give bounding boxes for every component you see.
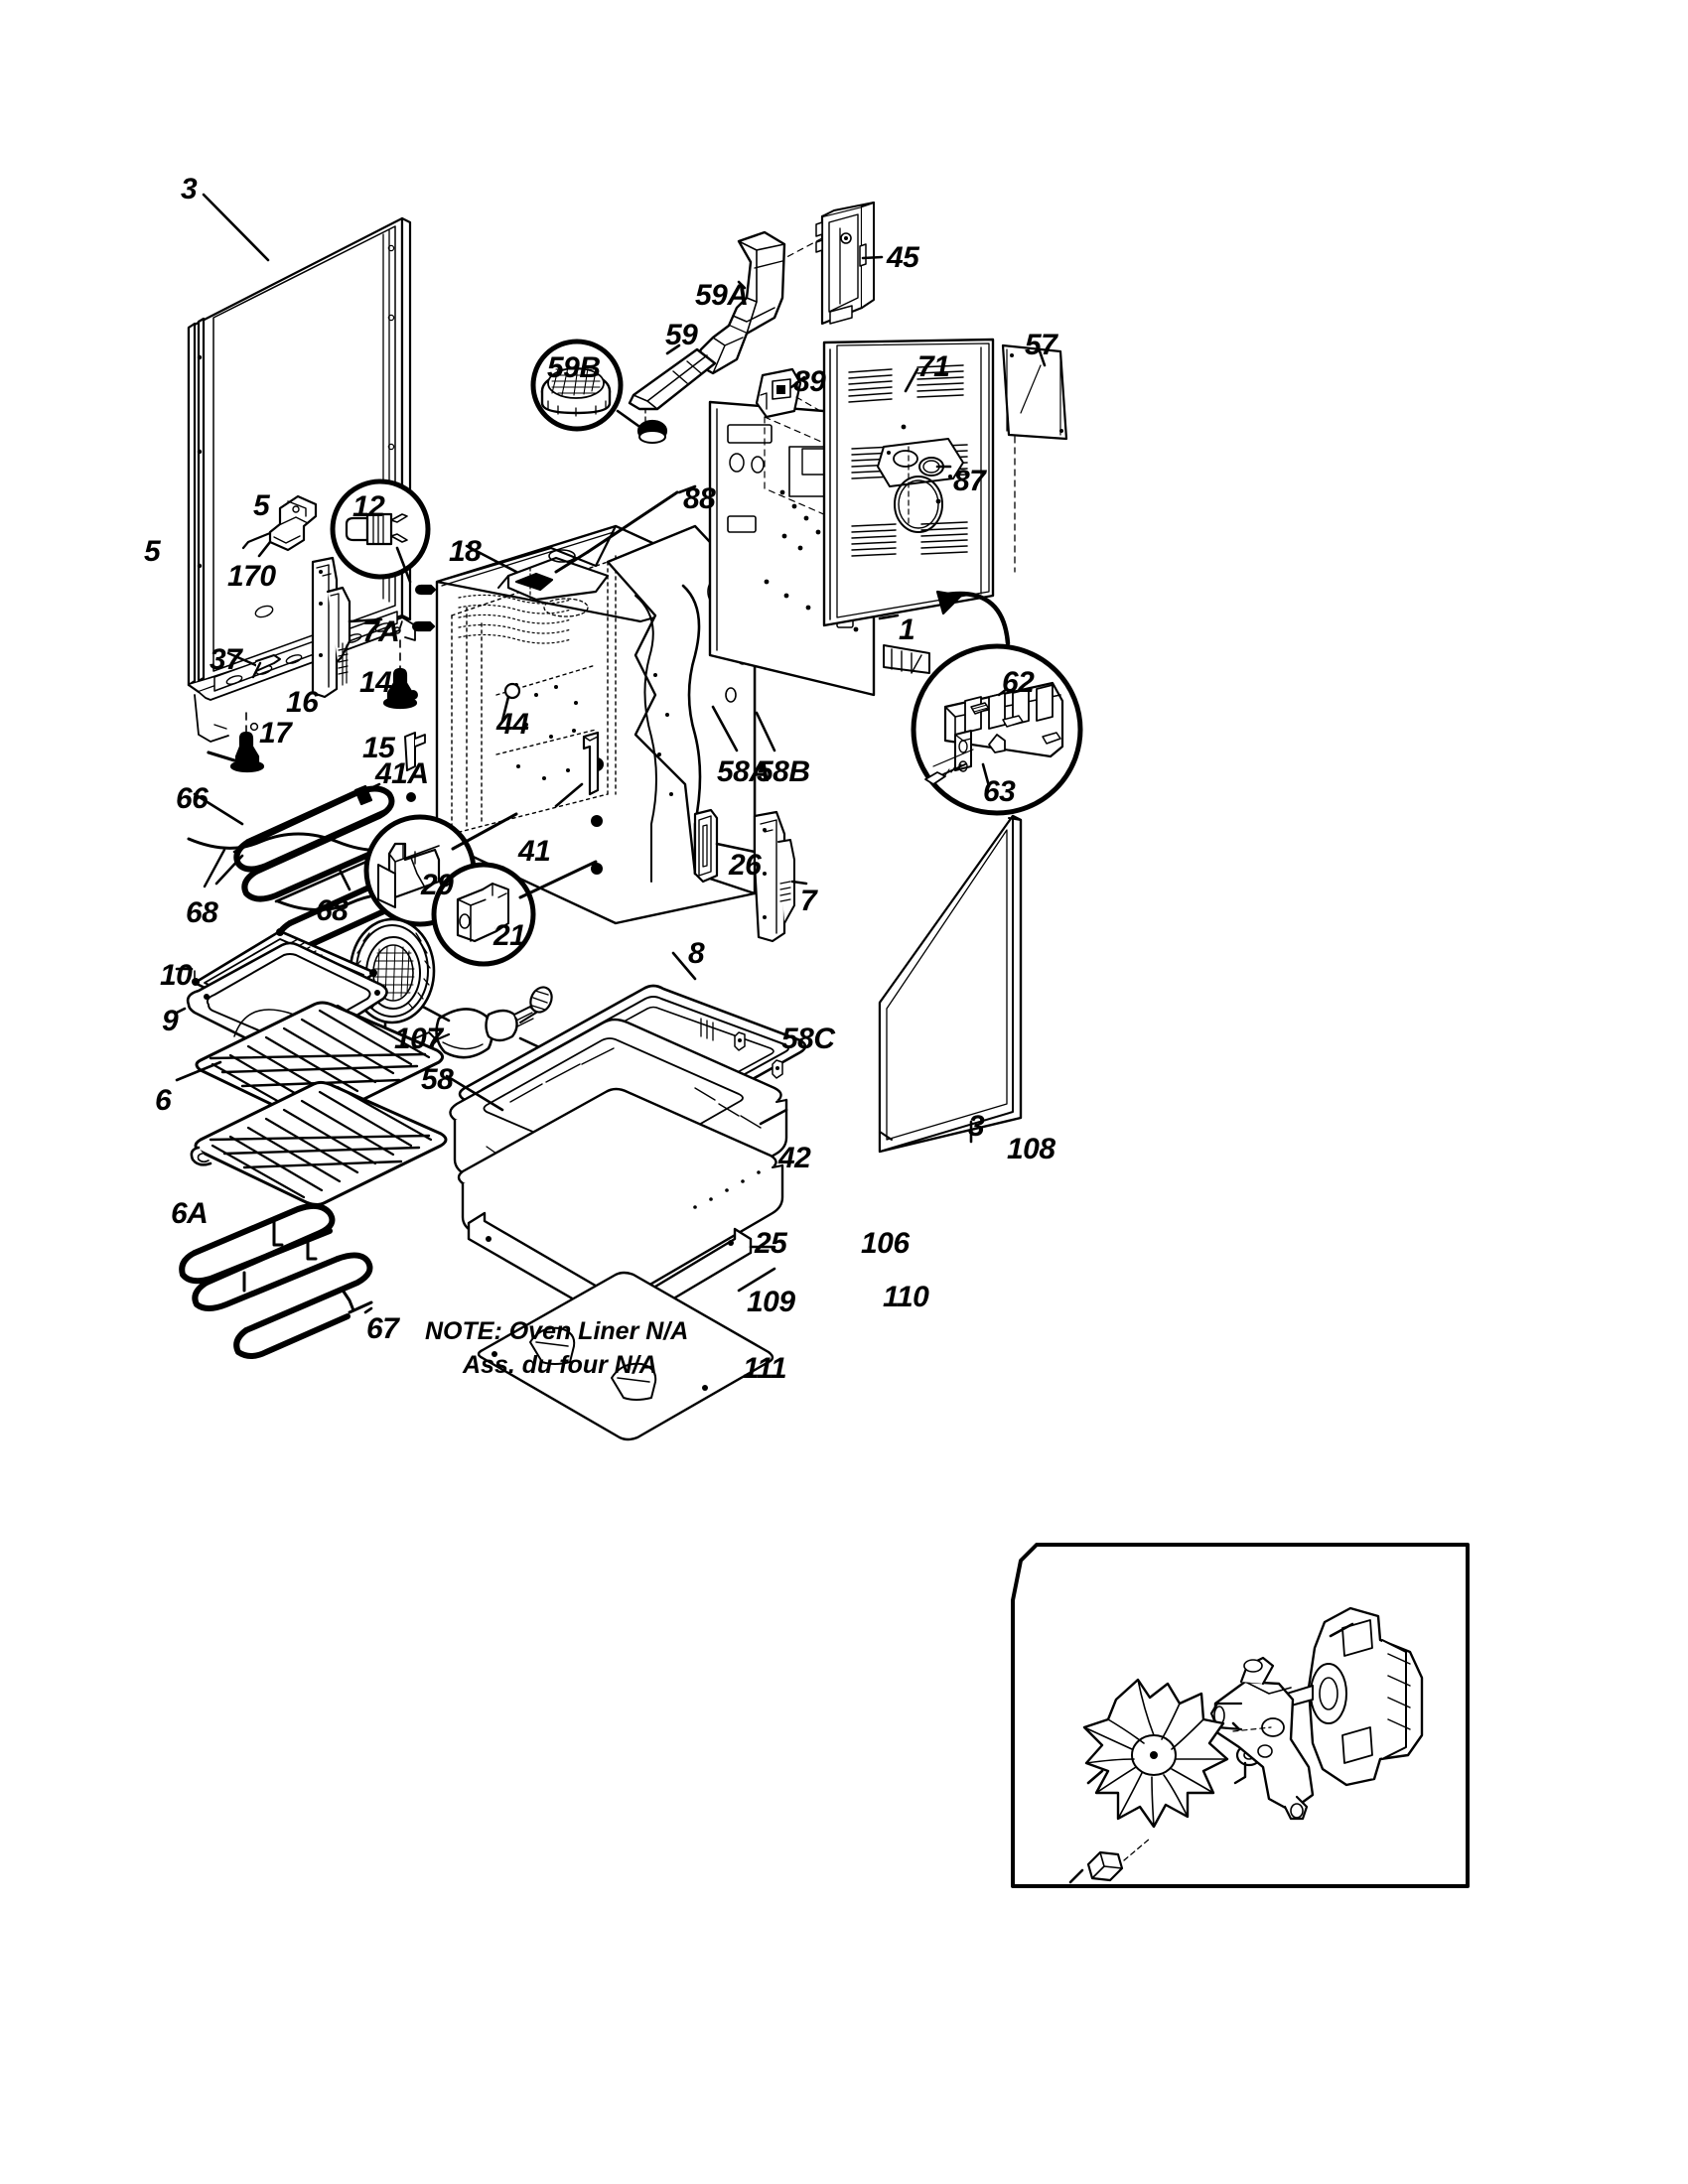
part-67-bake-element <box>179 1202 373 1359</box>
callout-109: 109 <box>747 1286 795 1318</box>
callout-87: 87 <box>953 465 986 497</box>
part-59B-detail-circle <box>530 339 647 433</box>
callout-1: 1 <box>899 614 915 646</box>
callout-89: 89 <box>793 365 826 398</box>
callout-6: 6 <box>155 1084 172 1117</box>
part-25-bottom-plate <box>477 1267 776 1441</box>
convection-motor-box <box>1011 1543 1470 1888</box>
callout-59B: 59B <box>547 351 601 384</box>
callout-170: 170 <box>227 560 276 593</box>
part-59-vent-tube <box>628 343 717 444</box>
callout-29: 29 <box>421 869 454 901</box>
callout-59A: 59A <box>695 279 749 312</box>
callout-41: 41 <box>518 835 551 868</box>
callout-14: 14 <box>359 666 392 699</box>
callout-15: 15 <box>362 732 395 764</box>
callout-21: 21 <box>493 919 526 952</box>
part-88-rod <box>586 490 679 554</box>
callout-58: 58 <box>421 1063 454 1096</box>
callout-71: 71 <box>917 350 950 383</box>
part-109-fan-blade <box>1082 1678 1229 1829</box>
parts-62-63-detail-circle <box>911 643 1083 816</box>
part-37-pin <box>226 651 281 679</box>
callout-8: 8 <box>688 937 705 970</box>
callout-25: 25 <box>755 1227 787 1260</box>
callout-63: 63 <box>983 775 1016 808</box>
part-15-lamp-socket <box>529 986 553 1014</box>
callout-3-top: 3 <box>181 173 198 205</box>
part-41A-bracket <box>404 732 426 771</box>
part-14-lamp-bulb <box>485 1006 537 1042</box>
callout-37: 37 <box>210 643 242 676</box>
part-45-bracket-box <box>758 202 884 326</box>
callout-62: 62 <box>1002 666 1035 699</box>
part-57-cover-plate <box>1001 343 1068 573</box>
part-58-insulation-panel <box>445 1074 784 1301</box>
callout-44: 44 <box>496 708 529 741</box>
part-21-detail-circle <box>431 860 598 967</box>
part-16-lamp-globe <box>435 1008 493 1059</box>
callout-10: 10 <box>160 959 193 992</box>
callout-16: 16 <box>286 686 319 719</box>
part-12-detail-circle <box>330 478 437 802</box>
part-7-hinge-right <box>753 810 808 943</box>
callout-7: 7 <box>800 885 817 917</box>
callout-3-right: 3 <box>968 1110 985 1143</box>
callout-58B: 58B <box>757 755 810 788</box>
part-7A-hinge <box>311 556 383 699</box>
callout-12: 12 <box>352 490 385 523</box>
part-5-leveling-leg-left <box>207 712 265 773</box>
callout-58C: 58C <box>781 1023 835 1055</box>
callout-26: 26 <box>729 849 762 882</box>
callout-42: 42 <box>778 1142 811 1174</box>
part-5-leveling-leg-right <box>382 639 418 710</box>
callout-57: 57 <box>1025 329 1057 361</box>
callout-18: 18 <box>449 535 482 568</box>
callout-68-left: 68 <box>186 896 218 929</box>
callout-68-right: 68 <box>316 894 349 927</box>
callout-58A: 58A <box>717 755 771 788</box>
callout-6A: 6A <box>171 1197 209 1230</box>
callout-111: 111 <box>743 1352 787 1385</box>
callout-107: 107 <box>394 1023 443 1055</box>
callout-108: 108 <box>1007 1133 1055 1165</box>
part-6-oven-rack <box>175 1001 444 1124</box>
callout-59: 59 <box>665 319 698 351</box>
part-71-back-panel <box>822 338 995 627</box>
callout-41A: 41A <box>375 757 429 790</box>
callout-67: 67 <box>366 1312 399 1345</box>
part-106-mounting-bracket <box>1209 1656 1315 1821</box>
part-3-right-side-panel <box>878 814 1023 1154</box>
callout-5-left: 5 <box>144 535 161 568</box>
part-26-door-catch <box>693 808 757 884</box>
note-line-2: Ass. du four N/A <box>463 1350 657 1379</box>
callout-45: 45 <box>887 241 919 274</box>
callout-106: 106 <box>861 1227 910 1260</box>
part-41-bracket <box>554 731 600 808</box>
callout-9: 9 <box>162 1005 179 1037</box>
part-6A-oven-rack <box>190 1080 448 1207</box>
oven-liner-note: NOTE: Oven Liner N/A Ass. du four N/A <box>425 1315 688 1383</box>
callout-5-right: 5 <box>253 489 270 522</box>
callout-88: 88 <box>683 482 716 515</box>
callout-7A: 7A <box>362 615 400 648</box>
callout-66: 66 <box>176 782 209 815</box>
part-170-hinge-receiver <box>241 494 318 558</box>
callout-110: 110 <box>883 1281 929 1313</box>
callout-17: 17 <box>259 717 292 750</box>
part-111-nut <box>1068 1838 1151 1884</box>
note-line-1: NOTE: Oven Liner N/A <box>425 1317 689 1345</box>
